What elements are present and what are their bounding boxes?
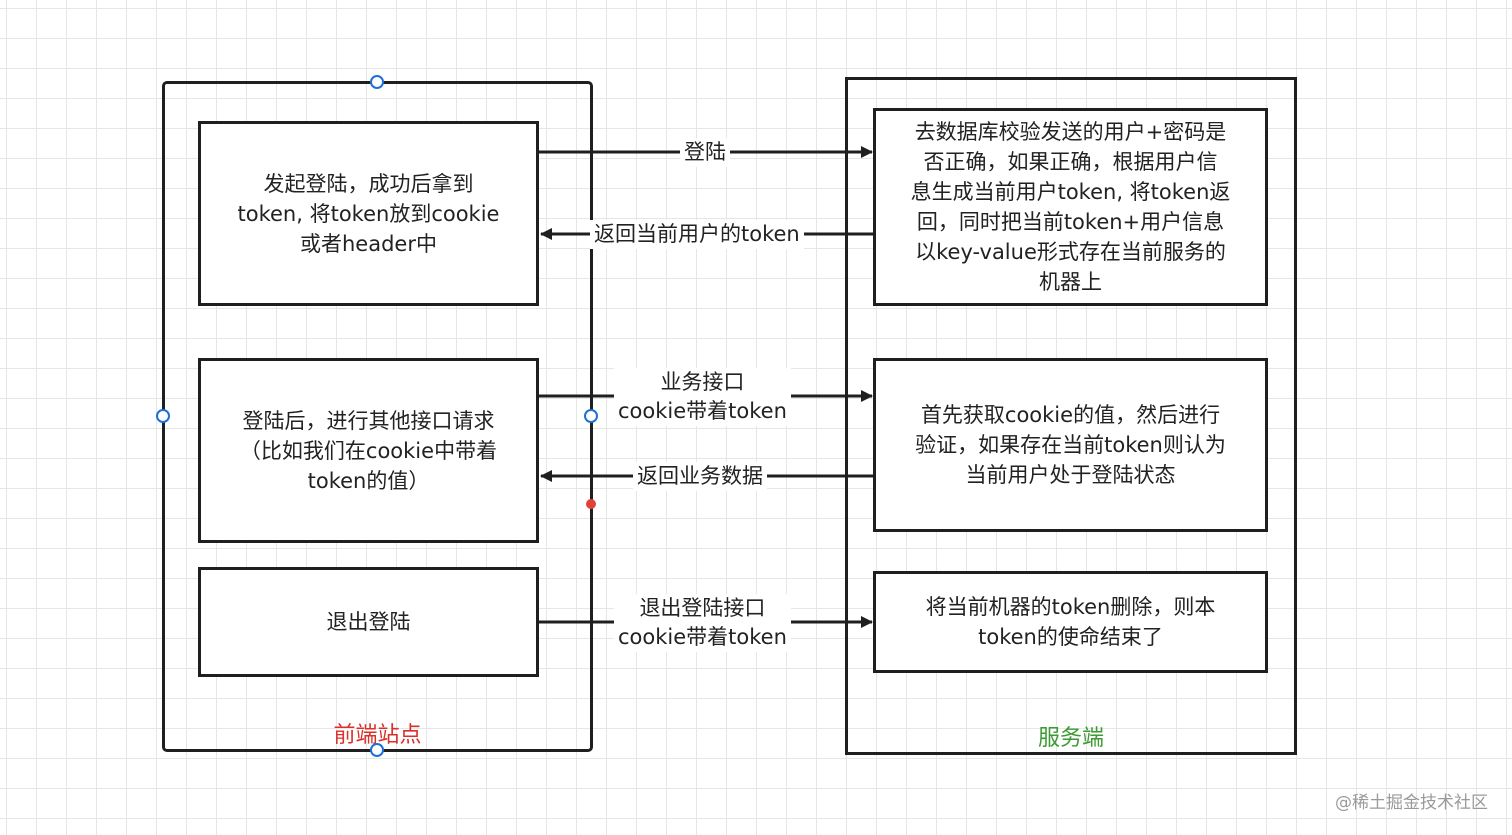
- server-verify-box[interactable]: 去数据库校验发送的用户+密码是 否正确，如果正确，根据用户信 息生成当前用户to…: [873, 108, 1268, 306]
- server-title: 服务端: [1037, 726, 1104, 751]
- server-delete-box[interactable]: 将当前机器的token删除，则本 token的使命结束了: [873, 571, 1268, 673]
- watermark: @稀土掘金技术社区: [1335, 793, 1488, 813]
- right-resize-handle[interactable]: [584, 409, 598, 423]
- edge-login-label: 登陆: [680, 138, 730, 167]
- frontend-logout-box[interactable]: 退出登陆: [198, 567, 539, 677]
- edge-return-data-label: 返回业务数据: [633, 462, 767, 491]
- frontend-request-box[interactable]: 登陆后，进行其他接口请求 （比如我们在cookie中带着 token的值）: [198, 358, 539, 543]
- bottom-resize-handle[interactable]: [370, 743, 384, 757]
- frontend-login-box[interactable]: 发起登陆，成功后拿到 token, 将token放到cookie 或者heade…: [198, 121, 539, 306]
- edge-logout-label: 退出登陆接口 cookie带着token: [614, 594, 791, 652]
- edge-business-api-label: 业务接口 cookie带着token: [614, 368, 791, 426]
- server-container[interactable]: 服务端: [845, 77, 1297, 755]
- top-resize-handle[interactable]: [370, 75, 384, 89]
- left-resize-handle[interactable]: [156, 409, 170, 423]
- edge-return-token-label: 返回当前用户的token: [590, 220, 804, 249]
- connection-point[interactable]: [586, 499, 596, 509]
- server-check-box[interactable]: 首先获取cookie的值，然后进行 验证，如果存在当前token则认为 当前用户…: [873, 358, 1268, 532]
